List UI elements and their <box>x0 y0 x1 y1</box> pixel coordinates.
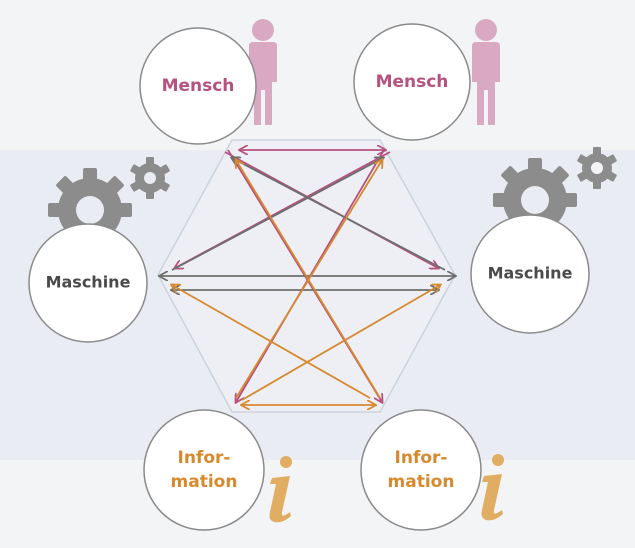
node-mensch-right: Mensch <box>353 23 471 141</box>
node-label-line2: mation <box>388 472 455 492</box>
node-mensch-left: Mensch <box>139 27 257 145</box>
node-label: Mensch <box>376 72 449 92</box>
node-label-line1: Infor- <box>395 448 448 468</box>
connection-arrows <box>160 150 455 405</box>
node-label: Maschine <box>488 264 573 283</box>
node-information-right: Infor- mation <box>360 409 482 531</box>
person-icon <box>472 19 500 125</box>
info-i-icon <box>269 456 292 523</box>
arrow-maschine-mensch <box>171 158 383 271</box>
node-maschine-right: Maschine <box>470 214 590 334</box>
arrow-information-mensch <box>236 160 381 399</box>
arrow-information-maschine <box>241 285 440 401</box>
node-information-left: Infor- mation <box>143 409 265 531</box>
gear-icon <box>493 158 577 232</box>
gear-icon <box>130 157 170 199</box>
node-maschine-left: Maschine <box>28 223 148 343</box>
node-label-line2: mation <box>171 472 238 492</box>
node-label: Mensch <box>162 76 235 96</box>
info-i-icon <box>481 454 504 521</box>
arrow-information-maschine <box>172 285 371 399</box>
node-label-line1: Infor- <box>178 448 231 468</box>
gear-icon <box>577 147 617 189</box>
arrow-maschine-mensch <box>232 158 446 271</box>
node-label: Maschine <box>46 273 131 292</box>
person-icon <box>249 19 277 125</box>
